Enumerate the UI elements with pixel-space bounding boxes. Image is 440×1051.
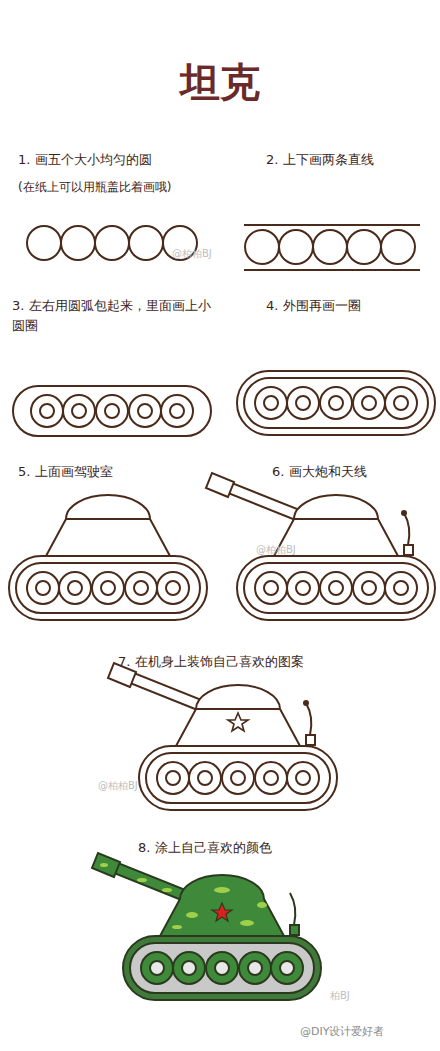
watermark: 柏BJ [330,988,350,1003]
step-note: (在纸上可以用瓶盖比着画哦) [18,178,171,196]
step-caption: 4. 外围再画一圈 [266,296,361,316]
watermark: @DIY设计爱好者 [300,1024,384,1041]
step-caption: 5. 上面画驾驶室 [18,462,113,482]
step-caption: 3. 左右用圆弧包起来，里面画上小圆圈 [12,296,222,335]
step-caption: 6. 画大炮和天线 [272,462,367,482]
watermark: @柏柏BJ [256,542,296,557]
watermark: @柏柏BJ [98,778,138,793]
title: 坦克 [180,52,260,112]
step-caption: 8. 涂上自己喜欢的颜色 [138,838,272,858]
watermark: @柏柏BJ [172,246,212,261]
step-caption: 2. 上下画两条直线 [266,150,374,170]
step-caption: 1. 画五个大小均匀的圆 [18,150,152,170]
step-caption: 7. 在机身上装饰自己喜欢的图案 [118,652,304,672]
